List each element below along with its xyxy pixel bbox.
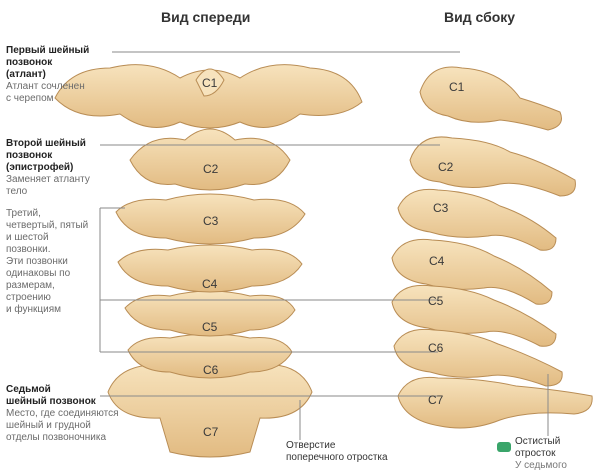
- annotation-c3c6-line-6: одинаковы по: [6, 268, 71, 279]
- side-label-c5: C5: [428, 294, 444, 308]
- front-c4-shape: [117, 244, 303, 293]
- side-label-c6: C6: [428, 341, 444, 355]
- front-label-c7: C7: [203, 425, 219, 439]
- annotation-c3-c6: Третий, четвертый, пятый и шестой позвон…: [6, 208, 98, 316]
- annotation-c7: Седьмой шейный позвонок Место, где соеди…: [6, 384, 126, 444]
- front-label-c3: C3: [203, 214, 219, 228]
- annotation-axis-title-2: позвонок: [6, 150, 53, 161]
- annotation-atlas-desc-2: с черепом: [6, 93, 54, 104]
- annotation-c7-desc-1: Место, где соединяются: [6, 408, 119, 419]
- annotation-c3c6-line-1: Третий,: [6, 208, 41, 219]
- front-label-c4: C4: [202, 277, 218, 291]
- annotation-c7-desc-3: отделы позвоночника: [6, 432, 107, 443]
- annotation-c7-title-2: шейный позвонок: [6, 396, 96, 407]
- side-label-c3: C3: [433, 201, 449, 215]
- side-c3-shape: [397, 188, 557, 251]
- annotation-c7-desc-2: шейный и грудной: [6, 420, 91, 431]
- side-spine: [391, 66, 593, 429]
- front-view-header: Вид спереди: [161, 9, 251, 25]
- front-label-c5: C5: [202, 320, 218, 334]
- annotation-c7-title-1: Седьмой: [6, 384, 51, 395]
- front-label-c6: C6: [203, 363, 219, 377]
- annotation-c3c6-line-2: четвертый, пятый: [6, 220, 89, 231]
- side-label-c7: C7: [428, 393, 444, 407]
- side-label-c4: C4: [429, 254, 445, 268]
- spinous-badge-icon: [497, 442, 511, 452]
- annotation-axis-title-1: Второй шейный: [6, 138, 86, 149]
- spinous-line-2: отросток: [515, 448, 556, 459]
- foramen-line-1: Отверстие: [286, 440, 336, 451]
- annotation-c3c6-line-5: Эти позвонки: [6, 256, 68, 267]
- annotation-atlas-desc-1: Атлант сочленен: [6, 81, 85, 92]
- annotation-c3c6-line-3: и шестой: [6, 232, 49, 243]
- side-label-c2: C2: [438, 160, 454, 174]
- side-c1-shape: [419, 66, 562, 131]
- side-c7-shape: [397, 376, 593, 429]
- front-label-c1: C1: [202, 76, 218, 90]
- annotation-atlas-title-1: Первый шейный: [6, 45, 90, 56]
- annotation-spinous: Остистый отросток У седьмого: [515, 436, 595, 472]
- annotation-axis-title-3: (эпистрофей): [6, 162, 74, 173]
- side-c6-shape: [393, 328, 563, 387]
- front-spine: [54, 64, 363, 458]
- spinous-line-3: У седьмого: [515, 460, 567, 471]
- annotation-c3c6-line-4: позвонки.: [6, 244, 51, 255]
- front-c5-shape: [124, 290, 296, 337]
- annotation-c3c6-line-8: строению: [6, 292, 51, 303]
- spinous-line-1: Остистый: [515, 436, 561, 447]
- side-c2-shape: [409, 136, 576, 197]
- annotation-c3c6-line-9: и функциям: [6, 304, 61, 315]
- side-view-header: Вид сбоку: [444, 9, 516, 25]
- foramen-line-2: поперечного отростка: [286, 452, 388, 463]
- annotation-axis-desc-1: Заменяет атланту: [6, 174, 90, 185]
- annotation-foramen: Отверстие поперечного отростка: [286, 440, 406, 464]
- annotation-atlas-title-3: (атлант): [6, 69, 46, 80]
- annotation-atlas: Первый шейный позвонок (атлант) Атлант с…: [6, 45, 116, 105]
- annotation-axis: Второй шейный позвонок (эпистрофей) Заме…: [6, 138, 116, 198]
- front-c2-shape: [129, 128, 291, 191]
- annotation-atlas-title-2: позвонок: [6, 57, 53, 68]
- front-label-c2: C2: [203, 162, 219, 176]
- side-label-c1: C1: [449, 80, 465, 94]
- front-c3-shape: [115, 193, 306, 245]
- annotation-axis-desc-2: тело: [6, 186, 28, 197]
- annotation-c3c6-line-7: размерам,: [6, 280, 55, 291]
- leader-lines: [99, 51, 549, 440]
- front-c1-shape: [54, 64, 363, 129]
